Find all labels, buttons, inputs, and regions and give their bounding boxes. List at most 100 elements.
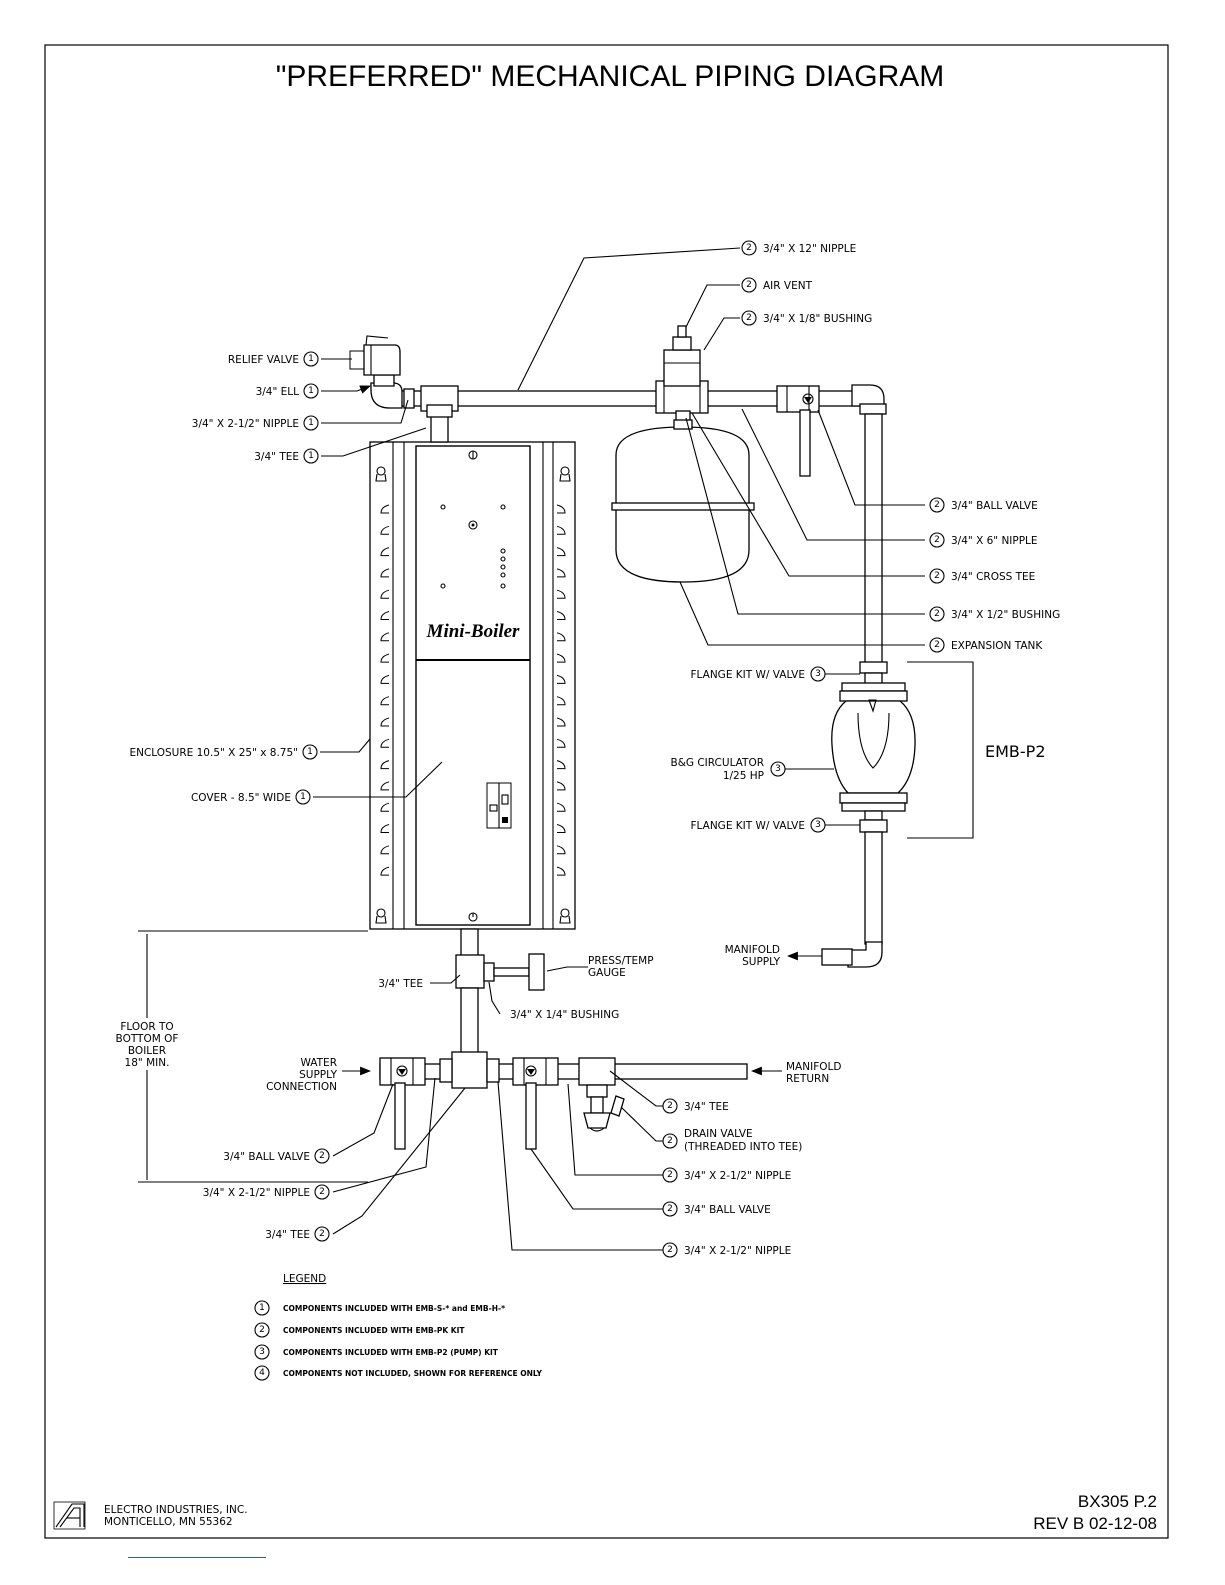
ball-valve-icon	[512, 1057, 559, 1150]
label-ball-valve-bl: 3/4" BALL VALVE	[223, 1151, 310, 1163]
louver	[556, 525, 566, 535]
louver	[380, 738, 390, 748]
svg-text:2: 2	[934, 640, 940, 650]
label-nipple-br2: 3/4" X 2-1/2" NIPPLE	[684, 1245, 791, 1257]
louver	[556, 717, 566, 727]
louver	[556, 589, 566, 599]
louver	[556, 866, 566, 876]
label-cover: COVER - 8.5" WIDE	[191, 792, 291, 804]
louver	[380, 717, 390, 727]
label-tee-bl: 3/4" TEE	[265, 1229, 310, 1241]
louver	[380, 824, 390, 833]
louver	[556, 611, 566, 620]
svg-text:2: 2	[319, 1229, 325, 1239]
svg-text:2: 2	[934, 571, 940, 581]
document-id: BX305 P.2	[1078, 1492, 1157, 1511]
louver	[380, 696, 390, 706]
company-address: MONTICELLO, MN 55362	[104, 1516, 233, 1528]
louver	[556, 653, 566, 663]
louver	[556, 674, 566, 684]
top-piping	[349, 325, 887, 665]
louver	[380, 802, 390, 812]
svg-text:3: 3	[775, 764, 781, 774]
svg-text:1: 1	[308, 386, 314, 396]
drain-valve-icon	[578, 1057, 625, 1132]
label-nipple-top-left: 3/4" X 2-1/2" NIPPLE	[192, 418, 299, 430]
elbow-icon	[847, 941, 883, 968]
label-manifold-return-2: RETURN	[786, 1073, 829, 1085]
svg-text:1: 1	[308, 451, 314, 461]
revision: REV B 02-12-08	[1033, 1514, 1157, 1533]
page-title: "PREFERRED" MECHANICAL PIPING DIAGRAM	[276, 60, 945, 93]
legend: LEGEND 1 COMPONENTS INCLUDED WITH EMB-S-…	[254, 1273, 543, 1381]
louver	[556, 632, 566, 642]
louver	[556, 781, 566, 791]
label-tee-top: 3/4" TEE	[254, 451, 299, 463]
boiler-brand-label: Mini-Boiler	[426, 621, 521, 642]
svg-text:2: 2	[746, 280, 752, 290]
label-drain-valve-2: (THREADED INTO TEE)	[684, 1141, 802, 1153]
louver	[380, 653, 390, 663]
legend-item: 2 COMPONENTS INCLUDED WITH EMB-PK KIT	[254, 1322, 465, 1338]
label-nipple-br1: 3/4" X 2-1/2" NIPPLE	[684, 1170, 791, 1182]
svg-text:2: 2	[319, 1151, 325, 1161]
louver	[556, 696, 566, 706]
cross-tee-icon	[655, 325, 709, 422]
breaker-switch	[486, 782, 512, 829]
relief-valve-icon	[349, 335, 401, 376]
label-nipple-bl: 3/4" X 2-1/2" NIPPLE	[203, 1187, 310, 1199]
louver	[380, 525, 390, 535]
footer: ELECTRO INDUSTRIES, INC. MONTICELLO, MN …	[53, 1492, 1157, 1533]
svg-text:2: 2	[259, 1325, 265, 1335]
label-manifold-supply-2: SUPPLY	[742, 956, 780, 968]
louver	[380, 632, 390, 642]
label-enclosure: ENCLOSURE 10.5" X 25" x 8.75"	[129, 747, 298, 759]
bottom-piping	[379, 928, 748, 1150]
louver	[380, 589, 390, 599]
keyhole-icon	[375, 466, 571, 924]
louver	[380, 866, 390, 876]
svg-text:1: 1	[300, 792, 306, 802]
svg-text:2: 2	[319, 1187, 325, 1197]
louver	[556, 760, 566, 770]
vent-louvers	[380, 504, 566, 876]
louver	[556, 568, 566, 578]
callout-labels: RELIEF VALVE 1 3/4" ELL 1 3/4" X 2-1/2" …	[116, 240, 1060, 1258]
label-bushing-12: 3/4" X 1/2" BUSHING	[951, 609, 1060, 621]
mini-boiler-unit: Mini-Boiler	[369, 441, 576, 930]
louver	[380, 674, 390, 684]
elbow-icon	[370, 382, 403, 409]
svg-text:1: 1	[308, 354, 314, 364]
svg-text:4: 4	[259, 1368, 265, 1378]
ball-valve-icon	[379, 1057, 426, 1150]
svg-text:2: 2	[934, 535, 940, 545]
louver	[380, 568, 390, 578]
callout-leaders	[138, 247, 925, 1251]
svg-text:2: 2	[934, 609, 940, 619]
label-ball-valve-top: 3/4" BALL VALVE	[951, 500, 1038, 512]
svg-text:3: 3	[815, 820, 821, 830]
circulator-pump	[821, 661, 974, 968]
louver	[556, 738, 566, 748]
legend-item: 4 COMPONENTS NOT INCLUDED, SHOWN FOR REF…	[254, 1365, 543, 1381]
louver	[380, 845, 390, 855]
label-tee-gauge: 3/4" TEE	[378, 978, 423, 990]
front-cover	[415, 445, 531, 926]
louver	[556, 845, 566, 855]
louver	[380, 781, 390, 791]
company-name: ELECTRO INDUSTRIES, INC.	[104, 1504, 248, 1516]
company-logo-icon	[53, 1501, 86, 1530]
label-floor-3: BOILER	[128, 1045, 166, 1057]
page-link-underline	[128, 1557, 266, 1558]
label-drain-valve: DRAIN VALVE	[684, 1128, 753, 1140]
label-circulator-hp: 1/25 HP	[723, 770, 764, 782]
svg-text:1: 1	[308, 418, 314, 428]
label-floor-2: BOTTOM OF	[116, 1033, 179, 1045]
label-press-temp: PRESS/TEMP	[588, 955, 654, 967]
label-ball-valve-br: 3/4" BALL VALVE	[684, 1204, 771, 1216]
label-water-supply-2: SUPPLY	[299, 1069, 337, 1081]
svg-text:2: 2	[667, 1170, 673, 1180]
louver	[380, 611, 390, 620]
label-flange-bottom: FLANGE KIT W/ VALVE	[691, 820, 805, 832]
